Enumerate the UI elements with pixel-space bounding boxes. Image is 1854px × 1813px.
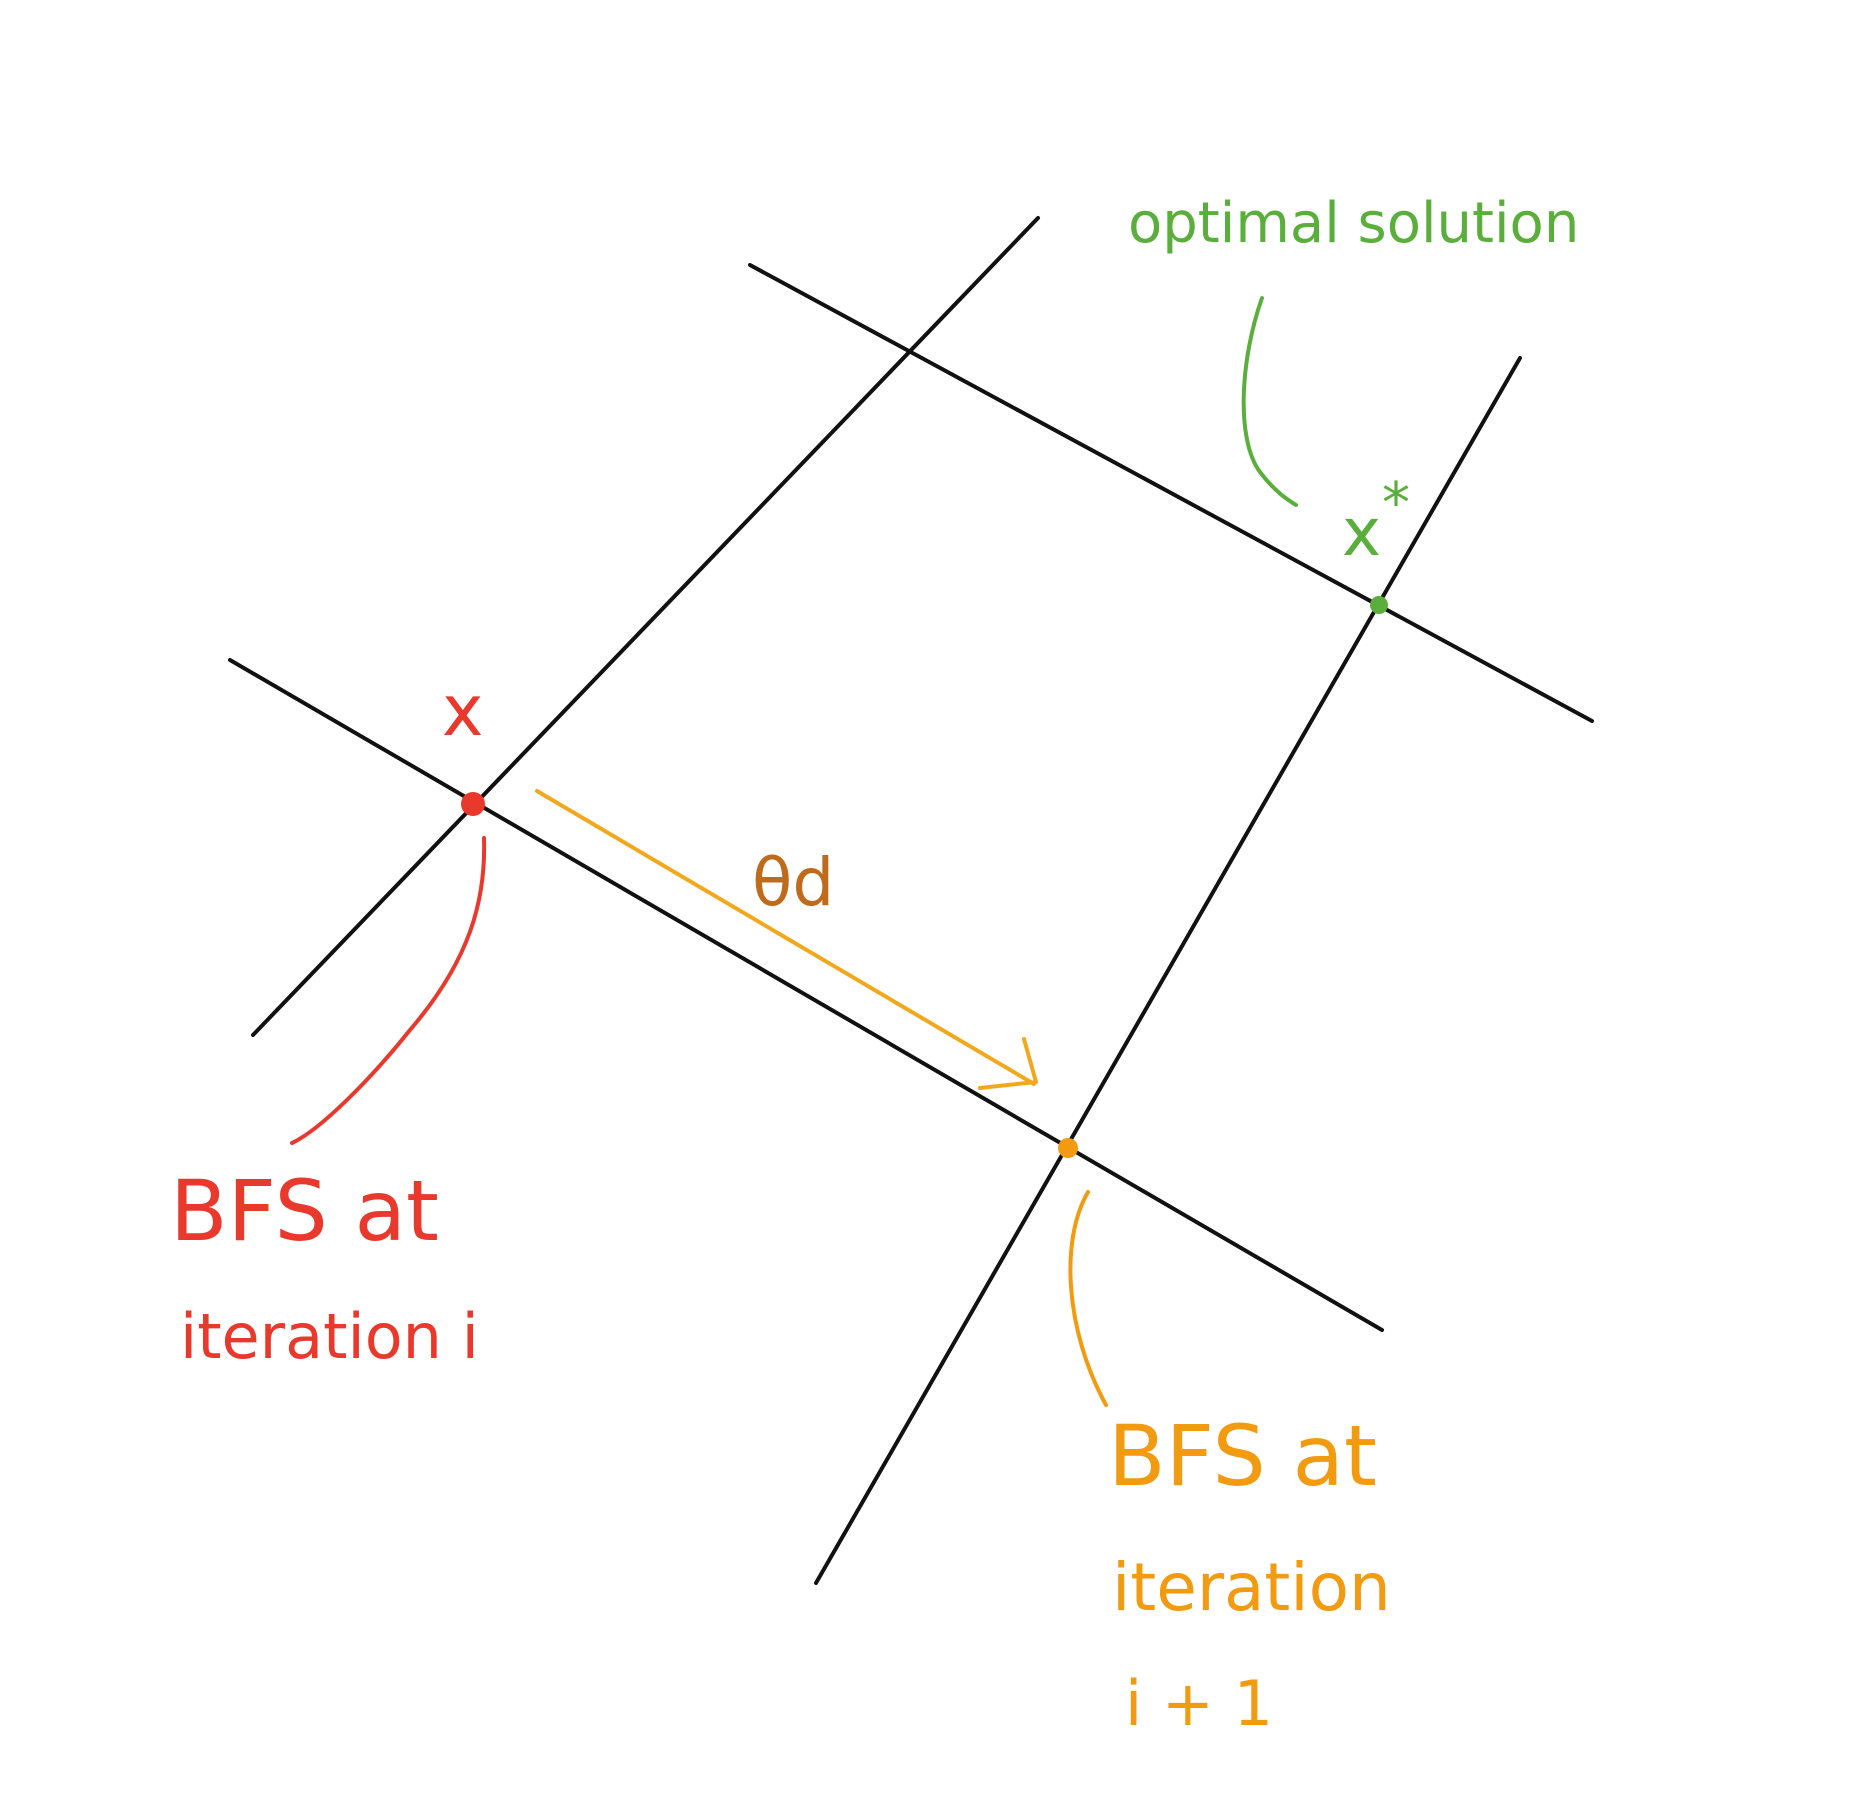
label-bfs-i-line2: iteration i xyxy=(180,1300,479,1373)
leader-lines xyxy=(290,296,1298,1407)
label-optimal-solution: optimal solution xyxy=(1128,191,1579,256)
label-bfs-next-line3: i + 1 xyxy=(1125,1667,1273,1740)
leader-optimal-solution xyxy=(1241,296,1298,507)
constraint-lines xyxy=(228,216,1594,1585)
leader-bfs-i xyxy=(290,836,487,1145)
constraint-line-3 xyxy=(814,356,1522,1585)
label-x: x xyxy=(442,670,483,752)
constraint-line-1 xyxy=(251,216,1040,1037)
next-bfs-point xyxy=(1058,1138,1078,1158)
step-arrow-shaft xyxy=(535,789,1036,1086)
label-bfs-next-line2: iteration xyxy=(1112,1549,1391,1626)
label-x-star: x * xyxy=(1342,471,1410,571)
constraint-line-4 xyxy=(228,658,1384,1332)
label-bfs-iteration-i-plus-1: BFS at iteration i + 1 xyxy=(1108,1407,1391,1740)
label-bfs-next-line1: BFS at xyxy=(1108,1407,1377,1505)
label-theta-d: θd xyxy=(752,844,834,921)
label-bfs-iteration-i: BFS at iteration i xyxy=(170,1162,479,1373)
label-x-star-sup: * xyxy=(1382,471,1410,536)
step-arrow-head xyxy=(978,1037,1038,1090)
optimal-point xyxy=(1370,596,1388,614)
step-direction-arrow xyxy=(535,789,1038,1090)
current-bfs-point xyxy=(461,792,485,816)
label-bfs-i-line1: BFS at xyxy=(170,1162,439,1260)
label-x-star-base: x xyxy=(1342,494,1381,571)
constraint-line-2 xyxy=(748,263,1594,723)
vertices xyxy=(461,596,1388,1158)
leader-bfs-next xyxy=(1068,1190,1108,1407)
